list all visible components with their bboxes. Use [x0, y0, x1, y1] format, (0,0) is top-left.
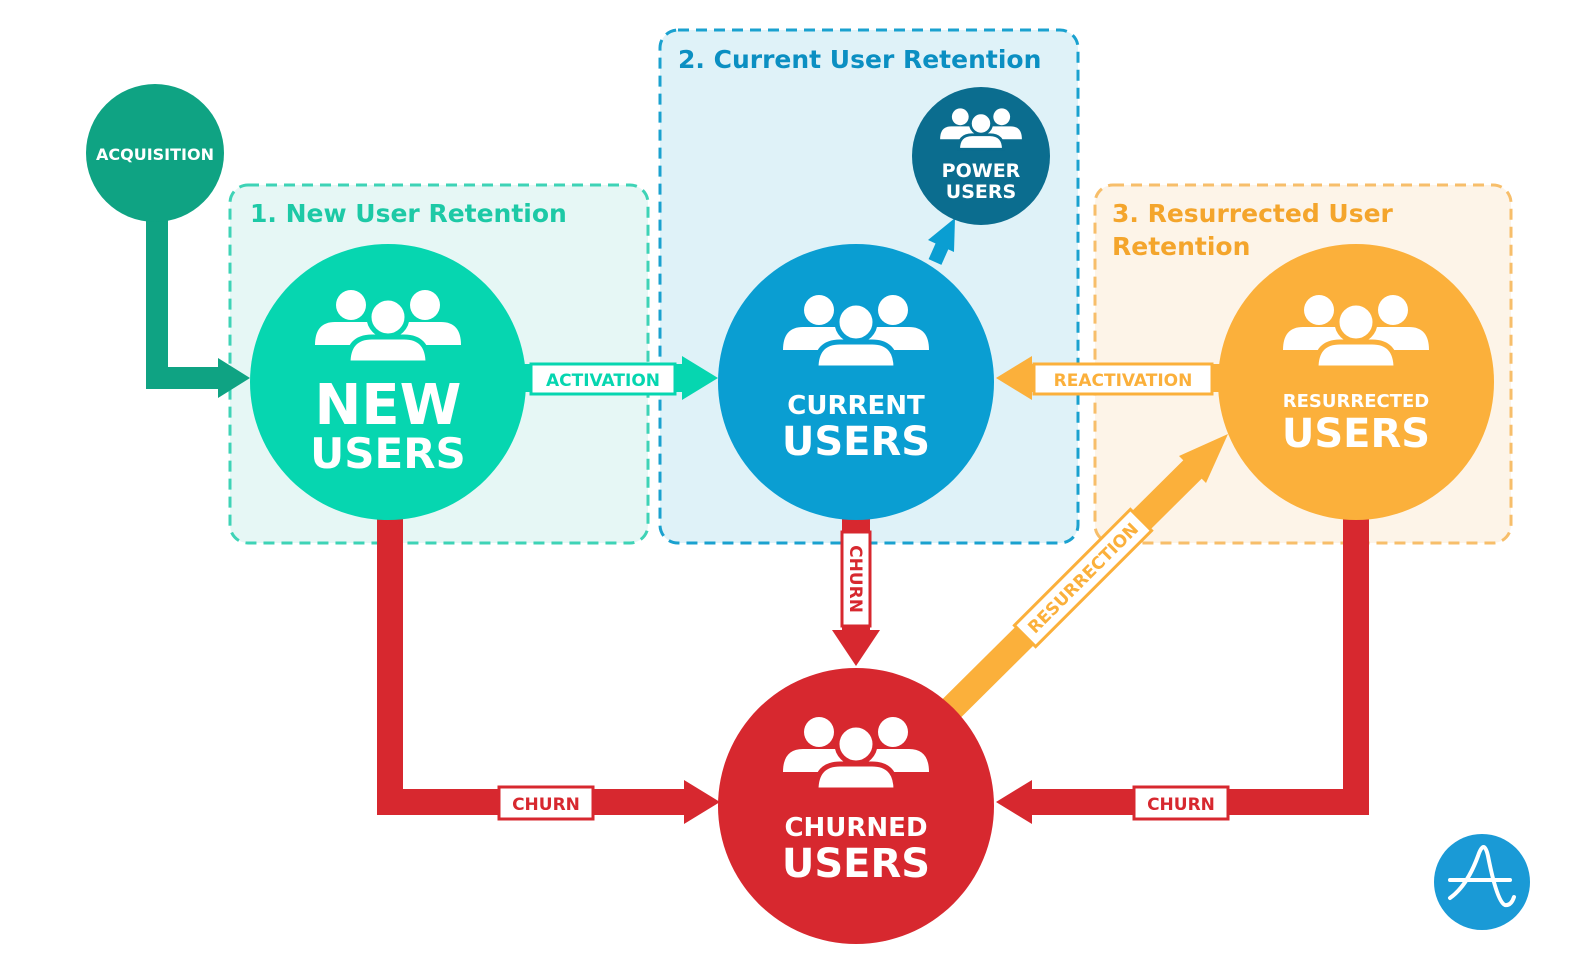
power-users-line2: USERS	[946, 181, 1016, 203]
acquisition-label: ACQUISITION	[96, 145, 214, 164]
current-users-line2: USERS	[782, 419, 930, 465]
current-retention-title: 2. Current User Retention	[678, 45, 1041, 74]
reactivation-arrowhead	[996, 356, 1032, 400]
new-users-line1: NEW	[315, 373, 462, 438]
churn-new-arrowhead	[684, 780, 720, 824]
reactivation-label: REACTIVATION	[1054, 371, 1193, 391]
churn-resurrected-flow	[1028, 515, 1369, 815]
resurrected-users-node: RESURRECTED USERS	[1218, 244, 1494, 520]
churned-users-line2: USERS	[782, 841, 930, 887]
churn-current-label-box: CHURN	[840, 530, 872, 628]
resurrection-arrowhead	[1179, 434, 1228, 483]
resurrected-retention-title-line1: 3. Resurrected User	[1112, 199, 1394, 228]
acquisition-flow	[146, 218, 222, 389]
new-retention-title: 1. New User Retention	[250, 199, 567, 228]
acquisition-arrowhead	[218, 358, 250, 398]
churned-users-line1: CHURNED	[784, 813, 927, 843]
resurrected-users-line1: RESURRECTED	[1283, 391, 1429, 412]
power-flow	[928, 241, 950, 265]
churn-new-label-box: CHURN	[497, 785, 595, 821]
churn-resurrected-label: CHURN	[1147, 795, 1215, 815]
current-users-line1: CURRENT	[787, 391, 925, 421]
reactivation-label-box: REACTIVATION	[1032, 362, 1214, 396]
churn-resurrected-arrowhead	[996, 780, 1032, 824]
activation-label-box: ACTIVATION	[529, 362, 677, 396]
new-users-node: NEW USERS	[250, 244, 526, 520]
power-users-node: POWER USERS	[912, 87, 1050, 225]
churn-new-flow	[377, 515, 688, 815]
activation-label: ACTIVATION	[546, 371, 660, 391]
churned-users-node: CHURNED USERS	[718, 668, 994, 944]
churn-current-label: CHURN	[845, 545, 865, 613]
churn-new-label: CHURN	[512, 795, 580, 815]
churn-resurrected-label-box: CHURN	[1132, 785, 1230, 821]
resurrected-retention-title-line2: Retention	[1112, 232, 1250, 261]
current-users-node: CURRENT USERS	[718, 244, 994, 520]
amplitude-logo-icon	[1434, 834, 1530, 930]
churn-current-arrowhead	[832, 630, 880, 666]
resurrected-users-line2: USERS	[1282, 411, 1430, 457]
new-users-line2: USERS	[310, 429, 466, 478]
power-users-line1: POWER	[942, 160, 1021, 182]
acquisition-node: ACQUISITION	[86, 84, 224, 222]
power-arrowhead	[928, 218, 955, 252]
activation-arrowhead	[682, 356, 718, 400]
